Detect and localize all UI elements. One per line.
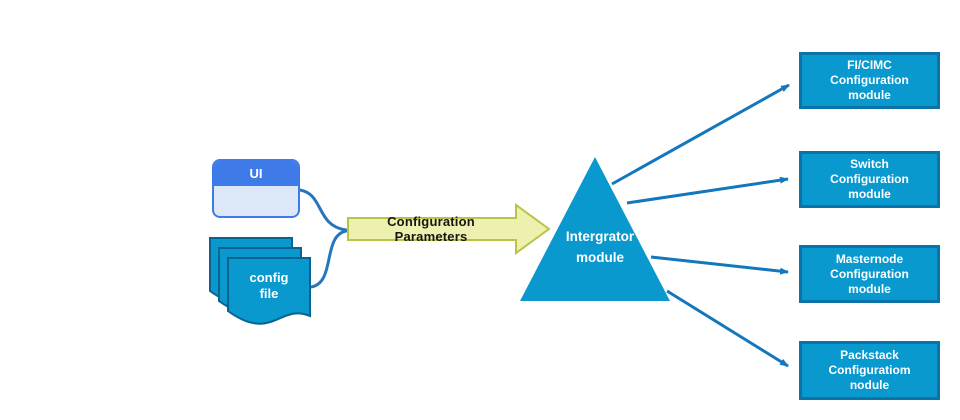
ui-box: UI [212, 159, 300, 218]
module-box-switch: Switch Configuration module [799, 151, 940, 208]
flow-arrow-masternode [650, 255, 789, 275]
ui-box-label: UI [249, 166, 263, 181]
module-box-fi-cimc: FI/CIMC Configuration module [799, 52, 940, 109]
integrator-triangle-shape [520, 157, 670, 301]
config-params-arrow-shape [347, 203, 551, 255]
module-box-packstack: Packstack Configuratiom nodule [799, 341, 940, 400]
ui-box-header: UI [214, 161, 298, 186]
flow-arrow-fi-cimc [611, 83, 790, 186]
flow-arrow-switch [626, 176, 789, 205]
config-connector-curve [309, 229, 348, 289]
document-page-front-icon [227, 257, 311, 325]
flow-arrow-packstack [666, 289, 789, 368]
ui-connector-curve [298, 188, 348, 232]
module-box-masternode: Masternode Configuration module [799, 245, 940, 303]
